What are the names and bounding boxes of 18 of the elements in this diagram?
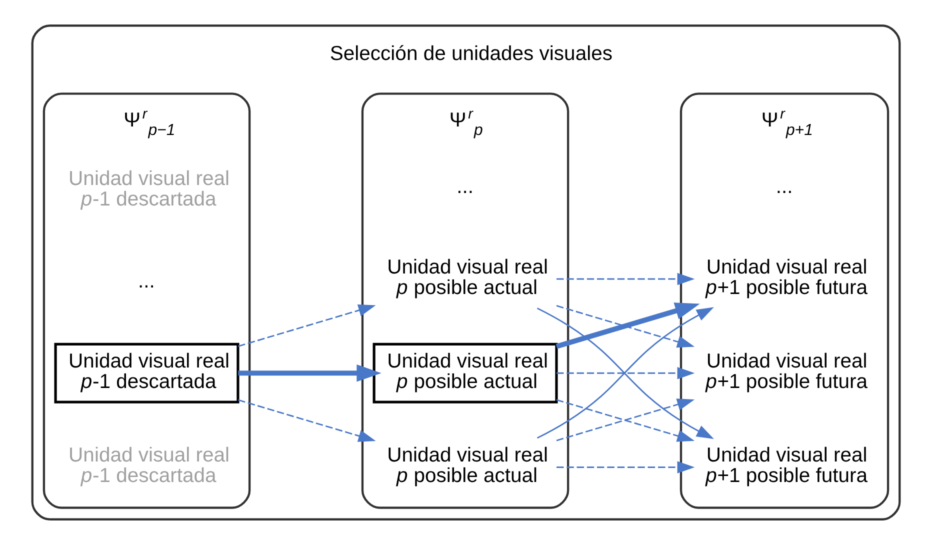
- arrow: [238, 399, 376, 442]
- node-box: Unidad visual real p posible actual: [372, 342, 558, 404]
- node-text: Unidad visual real p posible actual: [387, 256, 548, 299]
- node-box: Unidad visual real p-1 descartada: [54, 342, 240, 404]
- arrow: [556, 272, 695, 286]
- node-text: Unidad visual real p+1 posible futura: [706, 256, 868, 299]
- node-text: ...: [776, 176, 793, 198]
- node-text: Unidad visual real p+1 posible futura: [706, 444, 868, 487]
- node-text: Unidad visual real p-1 descartada: [68, 168, 230, 210]
- arrow: [556, 367, 695, 380]
- arrow: [238, 364, 382, 382]
- node-text: Unidad visual real p+1 posible futura: [706, 350, 868, 393]
- arrow: [238, 304, 376, 347]
- node-text: Unidad visual real p-1 descartada: [68, 444, 230, 487]
- node-text: Unidad visual real p posible actual: [387, 444, 548, 487]
- node-text: ...: [138, 270, 155, 292]
- arrow: [556, 461, 695, 474]
- node-text: ...: [456, 176, 474, 198]
